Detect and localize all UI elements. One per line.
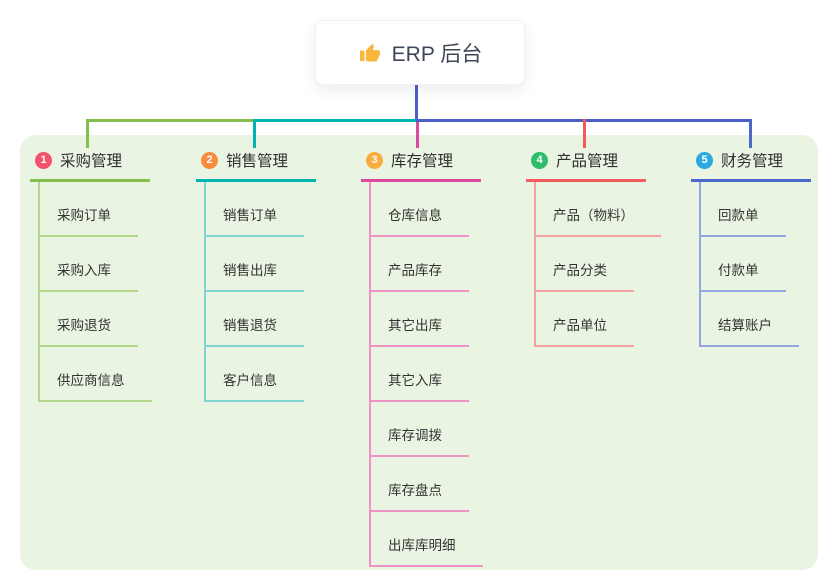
child-node[interactable]: 采购退货 <box>40 292 138 347</box>
child-node[interactable]: 仓库信息 <box>371 182 469 237</box>
root-connector-line <box>415 83 418 122</box>
branch-number-badge: 1 <box>35 151 52 169</box>
branch-column: 5 财务管理 回款单付款单结算账户 <box>691 147 811 347</box>
branches-background-panel <box>20 135 818 570</box>
child-node[interactable]: 其它入库 <box>371 347 469 402</box>
child-node[interactable]: 销售出库 <box>206 237 304 292</box>
branch-children: 采购订单采购入库采购退货供应商信息 <box>38 182 152 402</box>
root-node[interactable]: ERP 后台 <box>315 20 525 85</box>
branch-drop-line <box>253 119 256 148</box>
branch-label: 销售管理 <box>226 153 289 170</box>
branch-column: 1 采购管理 采购订单采购入库采购退货供应商信息 <box>30 147 152 402</box>
branch-label: 库存管理 <box>391 153 454 170</box>
branch-column: 4 产品管理 产品（物料）产品分类产品单位 <box>526 147 661 347</box>
branch-node[interactable]: 3 库存管理 <box>361 147 481 182</box>
child-node[interactable]: 出库库明细 <box>371 512 483 567</box>
child-node[interactable]: 产品（物料） <box>536 182 661 237</box>
branch-number-badge: 3 <box>366 151 383 169</box>
branch-label: 采购管理 <box>60 153 123 170</box>
branch-column: 2 销售管理 销售订单销售出库销售退货客户信息 <box>196 147 316 402</box>
child-node[interactable]: 回款单 <box>701 182 786 237</box>
child-node[interactable]: 供应商信息 <box>40 347 152 402</box>
branch-node[interactable]: 2 销售管理 <box>196 147 316 182</box>
branch-column: 3 库存管理 仓库信息产品库存其它出库其它入库库存调拨库存盘点出库库明细 <box>361 147 483 567</box>
root-title: ERP 后台 <box>391 42 483 66</box>
branch-drop-line <box>583 119 586 148</box>
branch-children: 产品（物料）产品分类产品单位 <box>534 182 661 347</box>
child-node[interactable]: 产品库存 <box>371 237 469 292</box>
child-node[interactable]: 销售订单 <box>206 182 304 237</box>
branch-children: 销售订单销售出库销售退货客户信息 <box>204 182 316 402</box>
child-node[interactable]: 采购入库 <box>40 237 138 292</box>
child-node[interactable]: 库存调拨 <box>371 402 469 457</box>
child-node[interactable]: 产品分类 <box>536 237 634 292</box>
child-node[interactable]: 付款单 <box>701 237 786 292</box>
branch-label: 财务管理 <box>721 153 784 170</box>
branch-drop-line <box>416 122 419 148</box>
child-node[interactable]: 产品单位 <box>536 292 634 347</box>
branch-drop-line <box>86 119 89 148</box>
branch-node[interactable]: 4 产品管理 <box>526 147 646 182</box>
branch-children: 回款单付款单结算账户 <box>699 182 811 347</box>
bus-line-teal <box>254 119 416 122</box>
branch-label: 产品管理 <box>556 153 619 170</box>
branch-number-badge: 4 <box>531 151 548 169</box>
child-node[interactable]: 其它出库 <box>371 292 469 347</box>
branch-number-badge: 2 <box>201 151 218 169</box>
child-node[interactable]: 结算账户 <box>701 292 799 347</box>
branch-drop-line <box>749 119 752 148</box>
bus-line-green <box>86 119 254 122</box>
branch-node[interactable]: 5 财务管理 <box>691 147 811 182</box>
child-node[interactable]: 库存盘点 <box>371 457 469 512</box>
branch-children: 仓库信息产品库存其它出库其它入库库存调拨库存盘点出库库明细 <box>369 182 483 567</box>
branch-number-badge: 5 <box>696 151 713 169</box>
child-node[interactable]: 销售退货 <box>206 292 304 347</box>
child-node[interactable]: 采购订单 <box>40 182 138 237</box>
branch-node[interactable]: 1 采购管理 <box>30 147 150 182</box>
thumbs-up-icon <box>359 43 380 62</box>
child-node[interactable]: 客户信息 <box>206 347 304 402</box>
